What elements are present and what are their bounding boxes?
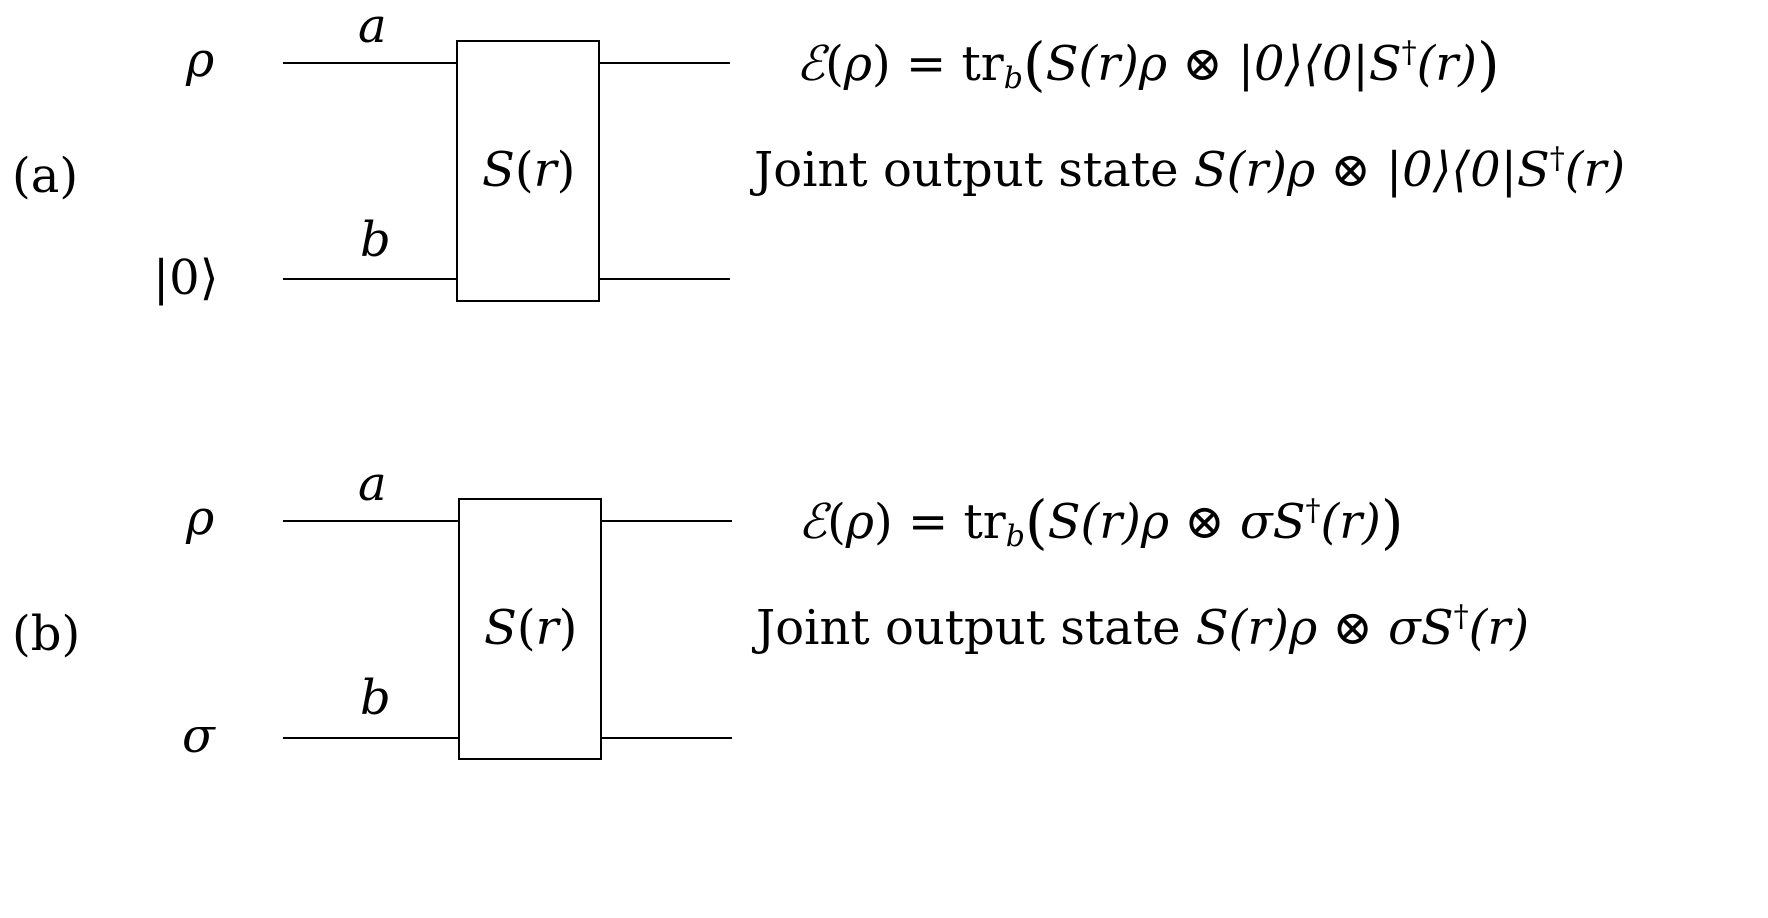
gate-box (458, 498, 602, 760)
wire-label-top: a (358, 0, 387, 54)
input-state-top: ρ (186, 490, 215, 546)
joint-output-text: Joint output state S(r)ρ ⊗ |0⟩⟨0|S†(r) (754, 141, 1626, 198)
input-state-top: ρ (186, 32, 215, 88)
channel-equation: ℰ(ρ) = trb(S(r)ρ ⊗ σS†(r)) (798, 488, 1404, 556)
channel-equation: ℰ(ρ) = trb(S(r)ρ ⊗ |0⟩⟨0|S†(r)) (796, 30, 1500, 98)
wire-label-bottom: b (360, 670, 391, 726)
circuit-panel-a: (a) ρ |0⟩ a b S(r) ℰ(ρ) = trb(S(r)ρ ⊗ |0… (0, 0, 1768, 400)
wire-bottom-out (600, 737, 732, 739)
wire-label-bottom: b (360, 212, 391, 268)
joint-output-text: Joint output state S(r)ρ ⊗ σS†(r) (756, 599, 1530, 656)
input-state-bottom: σ (182, 708, 215, 764)
wire-top-in (283, 62, 458, 64)
input-state-bottom: |0⟩ (153, 250, 219, 306)
gate-box (456, 40, 600, 302)
circuit-panel-b: (b) ρ σ a b S(r) ℰ(ρ) = trb(S(r)ρ ⊗ σS†(… (0, 456, 1768, 918)
wire-top-out (600, 520, 732, 522)
wire-bottom-in (283, 737, 460, 739)
panel-label: (a) (12, 148, 79, 204)
wire-top-in (283, 520, 460, 522)
wire-top-out (598, 62, 730, 64)
wire-bottom-out (598, 278, 730, 280)
gate-label: S(r) (482, 142, 576, 198)
wire-label-top: a (358, 456, 387, 512)
panel-label: (b) (12, 606, 81, 662)
wire-bottom-in (283, 278, 458, 280)
gate-label: S(r) (484, 600, 578, 656)
